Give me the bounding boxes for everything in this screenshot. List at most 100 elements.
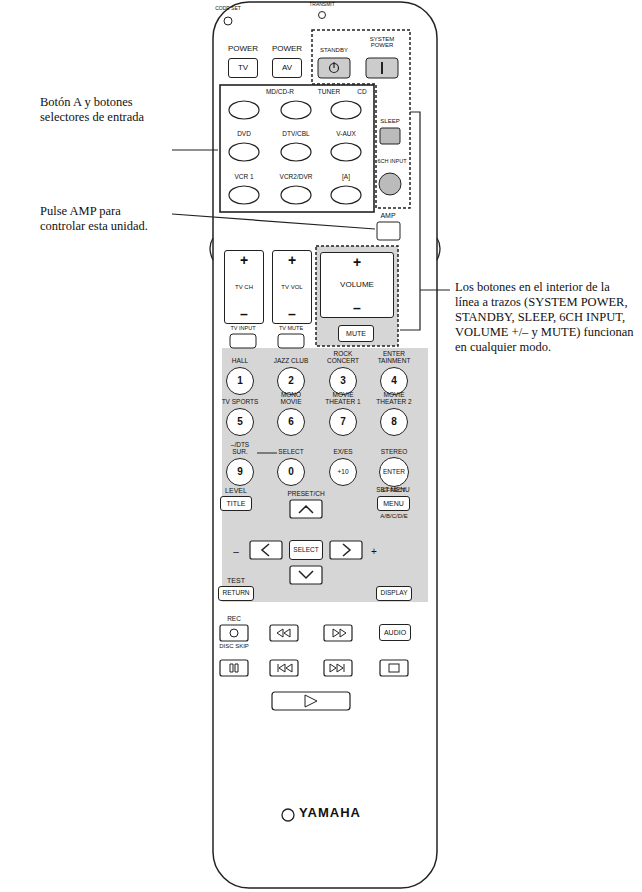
remote-button: 6 (277, 408, 305, 436)
remote-button: 2 (277, 367, 305, 395)
button-label: MOVIE THEATER 2 (374, 392, 414, 406)
remote-button: 8 (380, 408, 408, 436)
button-text: 2 (288, 376, 294, 386)
leader-line (172, 214, 375, 229)
button-label: 6CH INPUT (375, 159, 409, 165)
button-text: 0 (288, 467, 294, 477)
sleep-button (380, 128, 400, 144)
callout-text: Los botones en el interior de la línea a… (455, 280, 635, 355)
button-text: 1 (237, 376, 243, 386)
remote-button: 5 (226, 408, 254, 436)
button-text: 3 (340, 376, 346, 386)
button-label: SELECT (276, 449, 306, 456)
button-text: 6 (288, 417, 294, 427)
remote-button: + VOLUME – (320, 252, 394, 318)
button-label: DVD (224, 131, 264, 138)
button-label: A/B/C/D/E (372, 513, 416, 519)
tv-mute-button (278, 334, 304, 348)
sound-panel (222, 348, 428, 602)
amp-button (377, 222, 400, 240)
button-label: TUNER (315, 89, 343, 96)
button-text: – (288, 307, 296, 321)
remote-button: ENTER (379, 457, 409, 487)
button-label: EX/ES (323, 449, 363, 456)
remote-button: 0 (277, 458, 305, 486)
remote-button: + TV CH – (224, 250, 264, 324)
button-text: +10 (337, 469, 348, 476)
button-text: – (240, 307, 248, 321)
button-label: TV MUTE (274, 326, 308, 332)
input-button (229, 101, 361, 204)
button-text: TV VOL (281, 284, 302, 290)
button-text: RETURN (222, 590, 249, 597)
remote-button: DISPLAY (376, 586, 412, 601)
button-text: DISPLAY (381, 590, 408, 597)
button-label: MONO MOVIE (272, 392, 310, 406)
transmit-led (319, 12, 326, 19)
dashed-outline (312, 30, 410, 208)
button-text: 9 (237, 467, 243, 477)
button-text: + (240, 253, 248, 267)
button-label: + (367, 547, 381, 558)
button-label: SYSTEM POWER (365, 36, 399, 49)
remote-button: TV (228, 58, 258, 78)
button-label: TV SPORTS (220, 399, 260, 406)
remote-button: TITLE (220, 496, 252, 511)
button-label: –/DTS SUR. (226, 442, 254, 456)
logo-mark (282, 809, 294, 821)
button-label: TEST (221, 577, 251, 584)
button-label: STEREO (374, 449, 414, 456)
select-line (257, 453, 277, 454)
remote-button: 1 (226, 367, 254, 395)
button-text: + (288, 253, 296, 267)
button-text: MENU (383, 500, 404, 507)
button-label: SLEEP (375, 118, 405, 124)
button-label: MOVIE THEATER 1 (323, 392, 363, 406)
button-text: 7 (340, 417, 346, 427)
remote-button: 4 (380, 367, 408, 395)
button-label: VCR 1 (224, 174, 264, 181)
button-text: MUTE (346, 330, 366, 337)
standby-button (318, 58, 350, 78)
button-label: POWER (223, 45, 263, 53)
button-label: HALL (217, 358, 263, 365)
callout-text: Pulse AMP para controlar esta unidad. (40, 204, 168, 234)
button-label: YAMAHA (285, 806, 375, 820)
button-text: 8 (391, 417, 397, 427)
volume-panel (316, 246, 398, 346)
remote-button: SELECT (289, 540, 322, 560)
remote-button: 9 (226, 458, 254, 486)
button-text: TV CH (235, 284, 253, 290)
button-text: 4 (391, 376, 397, 386)
button-text: – (353, 301, 361, 315)
button-label: ENTER TAINMENT (375, 351, 413, 365)
button-text: VOLUME (340, 281, 374, 289)
button-label: – (229, 547, 243, 558)
remote-button: +10 (329, 458, 357, 486)
remote-button: 3 (329, 367, 357, 395)
system-power-button (366, 58, 398, 78)
button-text: TV (238, 64, 248, 72)
button-label: VCR2/DVR (274, 174, 318, 181)
button-label: JAZZ CLUB (268, 358, 314, 365)
button-label: V-AUX (326, 131, 366, 138)
remote-button: + TV VOL – (272, 250, 312, 324)
button-label: CODE SET (208, 6, 248, 11)
button-label: STANDBY (314, 47, 354, 53)
6ch-input-button (379, 173, 401, 195)
bracket-line (400, 112, 450, 330)
button-text: AV (282, 64, 292, 72)
button-text: ENTER (383, 469, 405, 476)
button-label: AMP (373, 212, 403, 219)
button-label: PRESET/CH (281, 491, 331, 498)
remote-button: MENU (377, 496, 410, 511)
button-label: TV INPUT (226, 326, 260, 332)
button-text: + (353, 255, 361, 269)
leader-line (172, 149, 218, 150)
button-text: AUDIO (384, 629, 406, 636)
button-label: LEVEL (216, 487, 256, 494)
callout-text: Botón A y botones selectores de entrada (40, 95, 168, 125)
dashed-outline (316, 246, 398, 346)
tv-input-button (230, 334, 256, 348)
